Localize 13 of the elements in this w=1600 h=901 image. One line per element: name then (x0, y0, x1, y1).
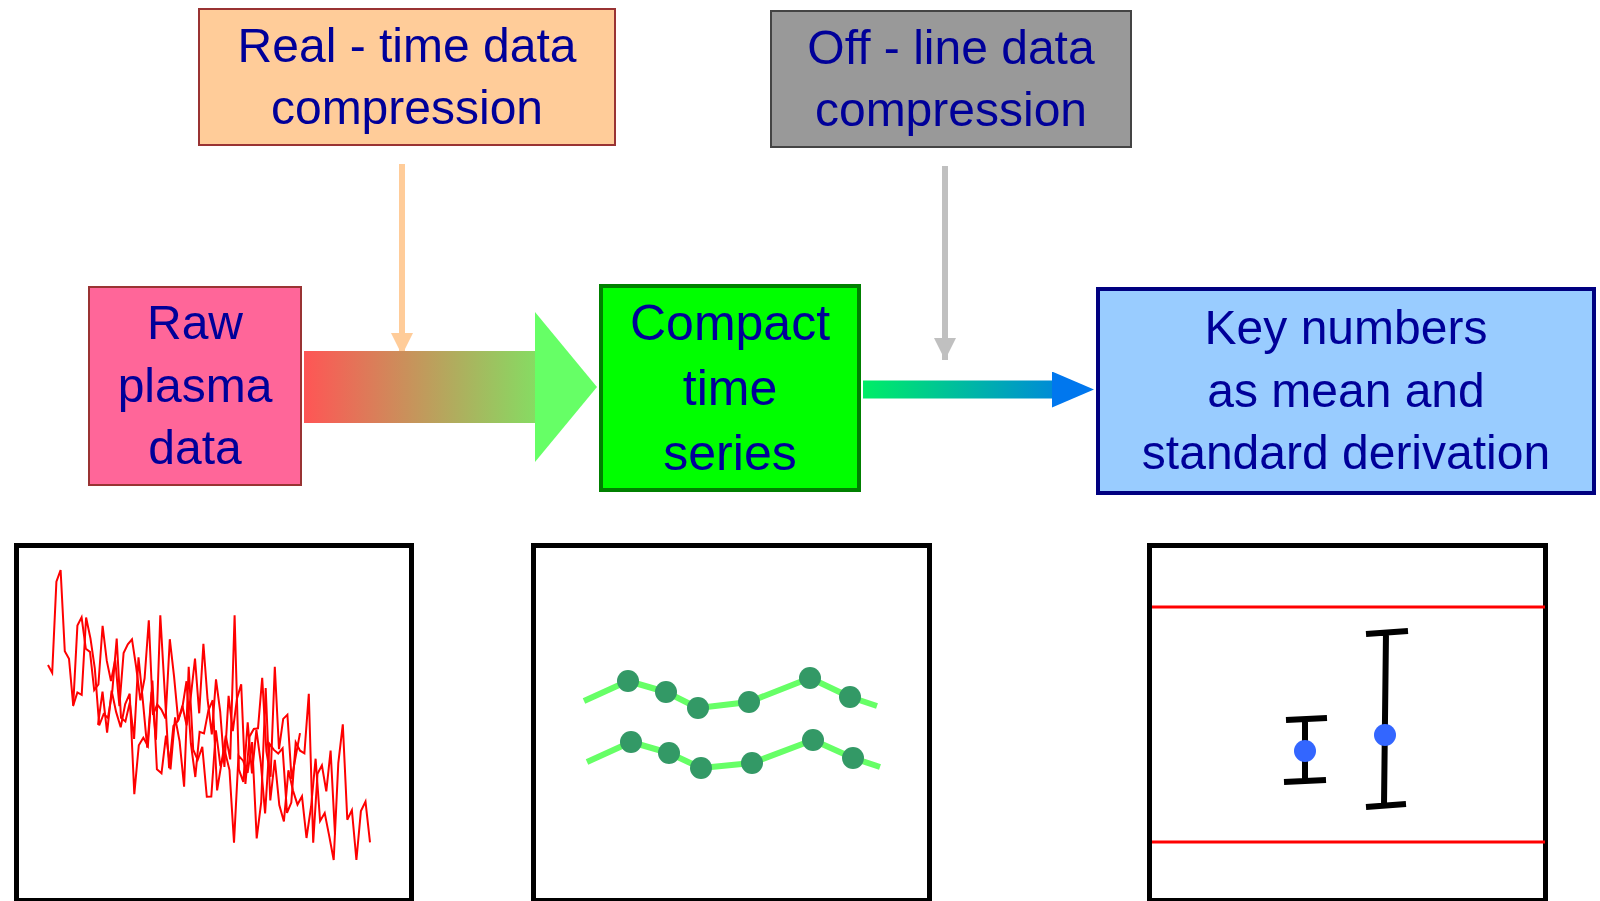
process-box (198, 8, 616, 146)
box-label: Off - line data compression (806, 19, 1096, 138)
arrow (863, 371, 1094, 408)
process-box (88, 286, 302, 486)
arrow (934, 166, 956, 360)
process-box (1096, 287, 1596, 495)
process-box (599, 284, 861, 492)
box-label: Key numbers as mean and standard derivation (1140, 300, 1552, 482)
process-box (770, 10, 1132, 148)
box-label: Real - time data compression (236, 17, 578, 136)
arrow (304, 312, 597, 462)
box-label: Raw plasma data (116, 295, 274, 477)
box-label: Compact time series (628, 293, 832, 483)
